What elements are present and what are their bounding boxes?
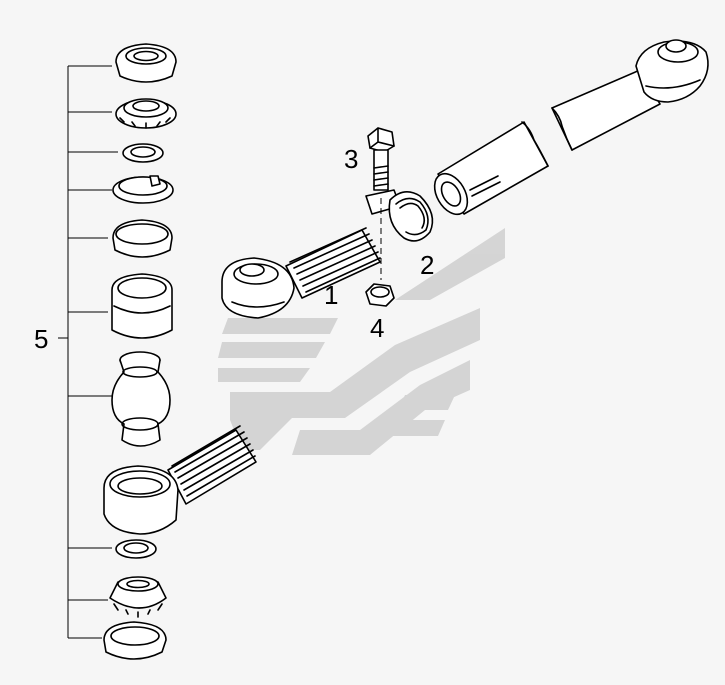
washer-small-bottom [115,539,157,559]
tie-rod-end-outer [635,39,709,103]
callout-2: 2 [420,250,434,280]
ball-stud [111,351,171,447]
tie-rod-tube [551,69,661,151]
item-3-bolt [367,127,395,280]
washer-small-top [122,143,164,163]
watermark-logo [218,228,505,455]
callout-1: 1 [324,280,338,310]
bushing-ring [112,219,173,258]
callout-4: 4 [370,313,384,343]
callout-labels: 1 2 3 4 5 [34,144,434,354]
callout-3: 3 [344,144,358,174]
dust-cap-bottom [103,621,167,660]
dust-cap-top [115,43,177,83]
bracket-item-5 [58,65,118,639]
bearing-race-top [115,98,177,129]
item-5-parts [103,43,177,660]
item-1-tie-rod-end [221,227,381,319]
callout-5: 5 [34,324,48,354]
item-2-clamp [365,189,434,242]
tie-rod-end-lower [103,425,257,535]
item-4-nut [365,283,395,307]
bearing-race-bottom [109,576,167,618]
adjusting-sleeve [433,121,549,216]
split-ring [112,175,174,204]
bushing-sleeve [111,273,173,339]
